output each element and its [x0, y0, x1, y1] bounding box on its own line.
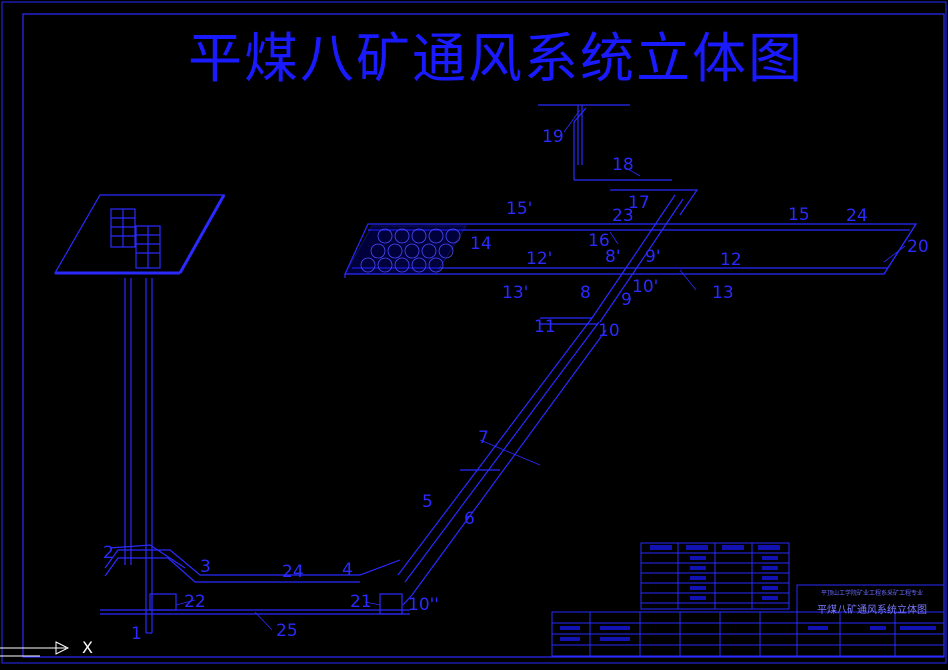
label-14: 14 [470, 234, 492, 254]
label-16: 16 [588, 231, 610, 251]
label-9p: 9' [645, 247, 661, 267]
label-15: 15 [788, 205, 810, 225]
label-24b: 24 [282, 562, 304, 582]
label-10p: 10' [632, 277, 658, 297]
label-17: 17 [628, 193, 650, 213]
label-13p: 13' [502, 283, 528, 303]
upper-level-panel [343, 223, 918, 278]
title-block-subtitle: 平顶山工学院矿业工程系采矿工程专业 [820, 590, 923, 597]
label-24a: 24 [846, 206, 868, 226]
label-8: 8 [580, 283, 591, 303]
label-leaders [175, 109, 906, 631]
title-block-title: 平煤八矿通风系统立体图 [817, 605, 927, 616]
label-2: 2 [103, 543, 114, 563]
label-12: 12 [720, 250, 742, 270]
label-12p: 12' [526, 249, 552, 269]
title-block-fill [560, 545, 936, 641]
label-13: 13 [712, 283, 734, 303]
label-25: 25 [276, 621, 298, 641]
label-4: 4 [342, 560, 353, 580]
label-21: 21 [350, 592, 372, 612]
central-raise [538, 104, 699, 323]
label-10pp: 10'' [408, 595, 439, 615]
label-22: 22 [184, 592, 206, 612]
label-7: 7 [478, 428, 489, 448]
goaf-area [360, 228, 461, 273]
label-6: 6 [464, 509, 475, 529]
vertical-shafts [124, 278, 153, 620]
page-title: 平煤八矿通风系统立体图 [188, 27, 804, 90]
title-block [551, 542, 945, 657]
label-20: 20 [907, 237, 929, 257]
inclined-roadway [397, 317, 607, 606]
surface-platform [53, 194, 226, 275]
label-8p: 8' [605, 247, 621, 267]
label-5: 5 [422, 492, 433, 512]
label-3: 3 [200, 557, 211, 577]
label-9: 9 [621, 290, 632, 310]
inner-frame [22, 13, 945, 658]
x-axis-label: X [82, 638, 93, 657]
label-18: 18 [612, 155, 634, 175]
label-10: 10 [598, 321, 620, 341]
label-23: 23 [612, 206, 634, 226]
label-1: 1 [131, 624, 142, 644]
label-19: 19 [542, 127, 564, 147]
x-axis-arrow [0, 641, 70, 657]
bottom-roadways [100, 544, 410, 634]
label-11: 11 [534, 317, 556, 337]
label-15p: 15' [506, 199, 532, 219]
